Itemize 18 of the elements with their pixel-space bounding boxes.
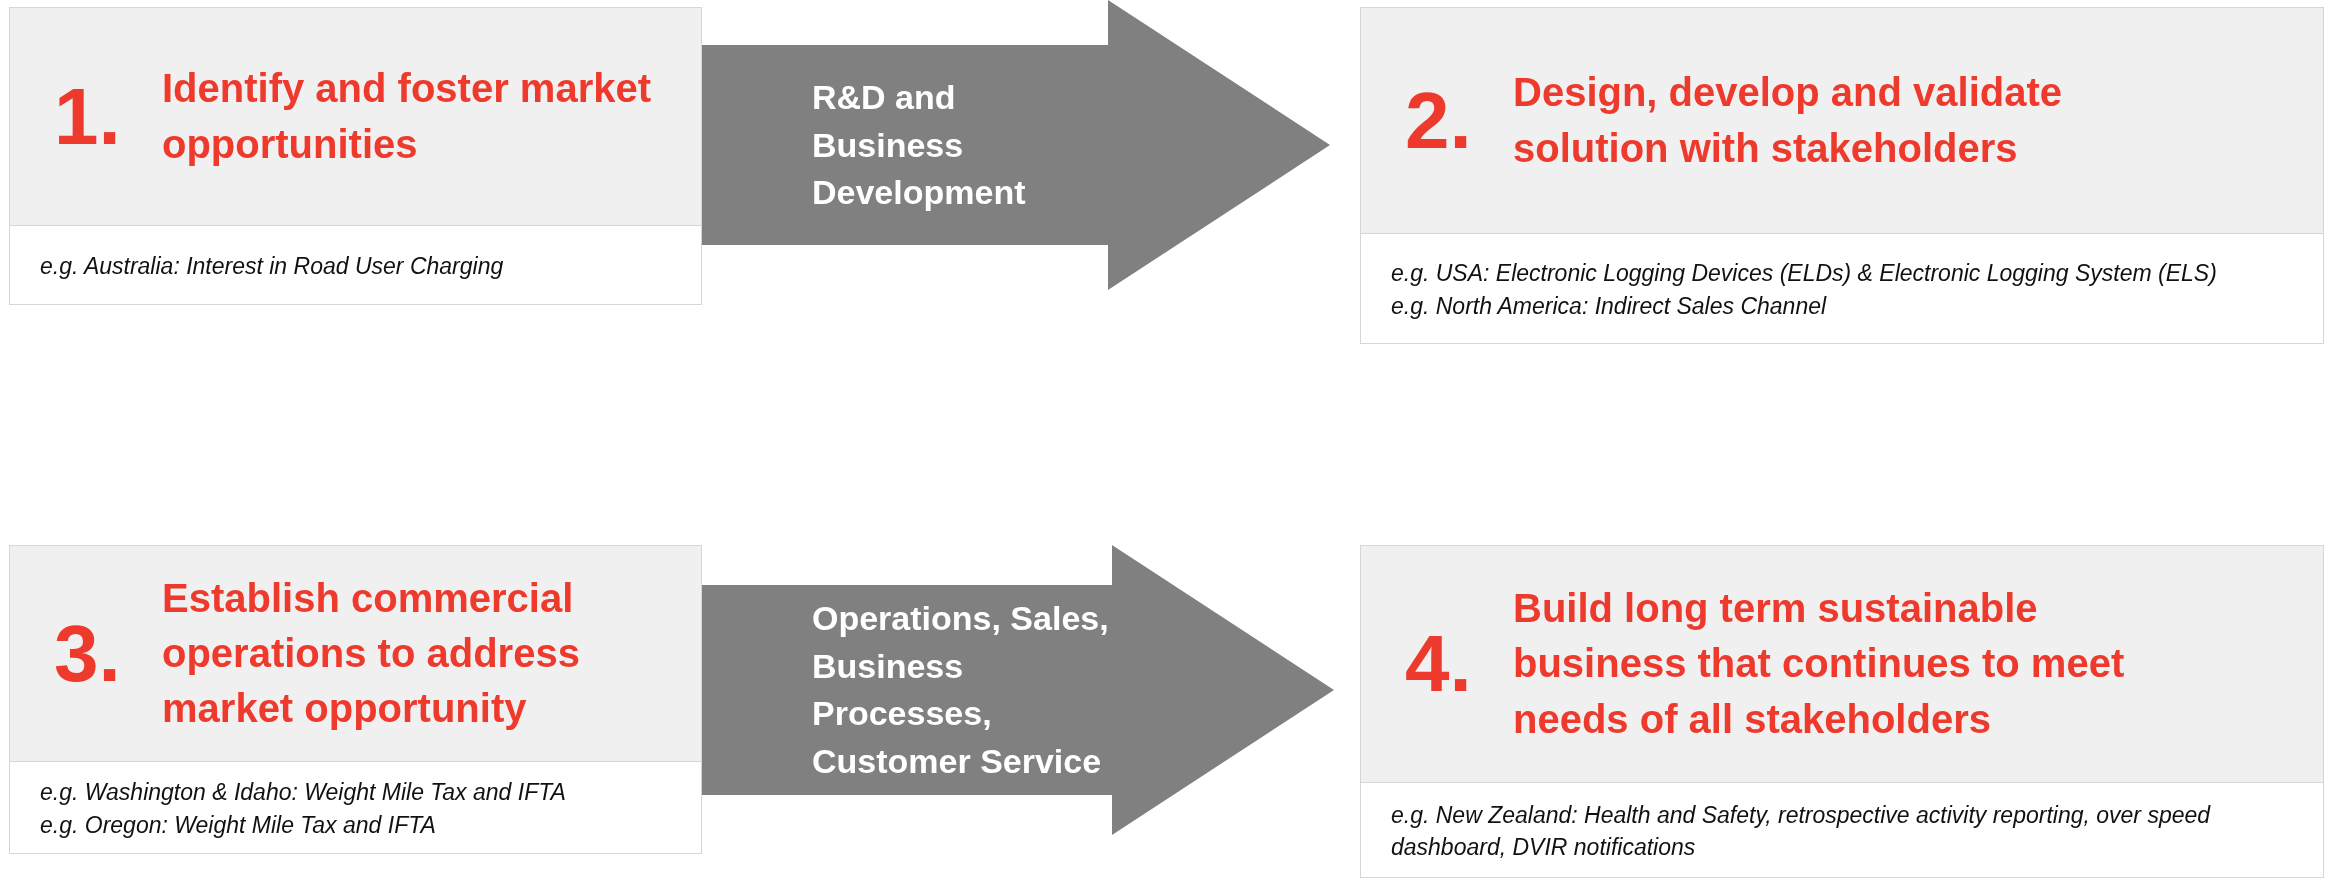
example-text: e.g. North America: Indirect Sales Channel: [1391, 291, 1828, 321]
step-number: 2.: [1405, 80, 1473, 161]
example-text: e.g. USA: Electronic Logging Devices (ELDs) & Electronic Logging System (ELS): [1391, 259, 2218, 289]
edge-label: R&D and Business Development: [812, 76, 1027, 213]
block-arrow: [702, 545, 1334, 835]
example-text: e.g. New Zealand: Health and Safety, retrospective activity reporting, over speed dashboard, DVIR notifications: [1391, 800, 2212, 862]
step-title: Identify and foster market opportunities: [162, 65, 652, 168]
step-number: 4.: [1405, 624, 1473, 704]
step-title: Design, develop and validate solution with stakeholders: [1513, 69, 2064, 172]
example-text: e.g. Oregon: Weight Mile Tax and IFTA: [40, 810, 437, 840]
step-number: 1.: [54, 76, 122, 157]
step-title: Build long term sustainable business that continues to meet needs of all stakeholders: [1513, 585, 2126, 743]
example-text: e.g. Australia: Interest in Road User Charging: [40, 251, 505, 281]
step-number: 3.: [54, 613, 122, 694]
block-arrow: [702, 0, 1330, 290]
edge-label: Operations, Sales, Business Processes, Customer Service: [812, 597, 1110, 782]
step-title: Establish commercial operations to address market opportunity: [162, 574, 581, 733]
example-text: e.g. Washington & Idaho: Weight Mile Tax and IFTA: [40, 778, 567, 808]
